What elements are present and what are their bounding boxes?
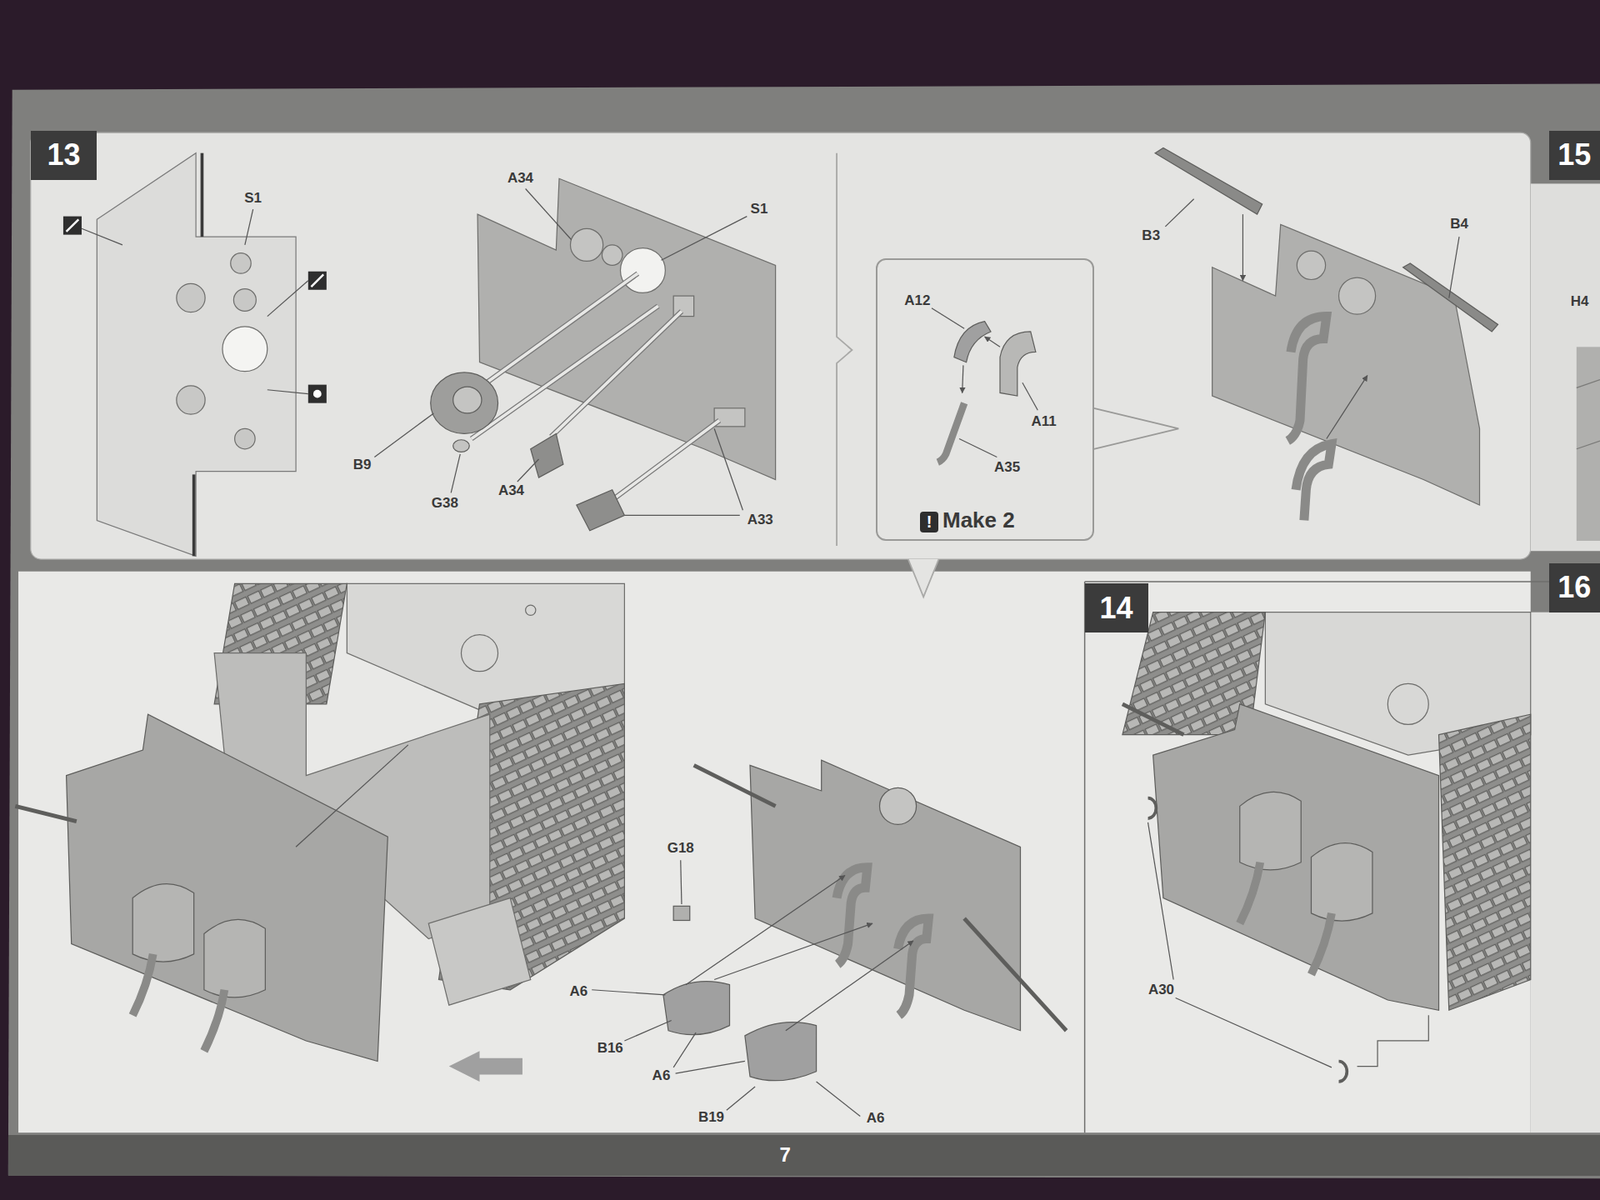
- part-number: S1: [750, 200, 769, 218]
- part-number: G18: [667, 840, 695, 857]
- part-number: A12: [904, 292, 930, 310]
- step-number-text: 15: [1557, 137, 1591, 173]
- step-number: 15: [1549, 130, 1600, 180]
- step-number: 13: [30, 130, 98, 180]
- page-number: 7: [779, 1135, 790, 1176]
- part-number: B19: [698, 1109, 725, 1126]
- part-number: A34: [507, 170, 534, 187]
- part-number: A34: [498, 482, 525, 500]
- step-number: 14: [1085, 583, 1149, 633]
- part-number: B4: [1450, 215, 1469, 233]
- part-number: G38: [431, 495, 459, 512]
- part-number: S1: [244, 190, 262, 207]
- warning-mark: !: [926, 512, 933, 532]
- part-number: A11: [1031, 413, 1057, 430]
- step-number-text: 16: [1557, 570, 1591, 605]
- part-number: A30: [1148, 981, 1175, 999]
- part-number: A33: [747, 511, 774, 529]
- page-footer-band: 7: [8, 1135, 1600, 1176]
- part-number: H4: [1570, 293, 1590, 310]
- part-number: B3: [1141, 227, 1160, 245]
- warning-icon: !: [920, 511, 939, 533]
- part-number: A35: [994, 459, 1020, 476]
- step-number-text: 13: [47, 137, 81, 173]
- step-number-text: 14: [1100, 590, 1134, 626]
- part-number: B16: [597, 1040, 624, 1057]
- part-number: A6: [569, 983, 588, 1000]
- callout-note: Make 2: [942, 507, 1015, 534]
- part-number: A6: [652, 1067, 671, 1085]
- part-number: A6: [866, 1110, 885, 1127]
- part-number: B9: [353, 456, 372, 474]
- step-number: 16: [1549, 563, 1600, 613]
